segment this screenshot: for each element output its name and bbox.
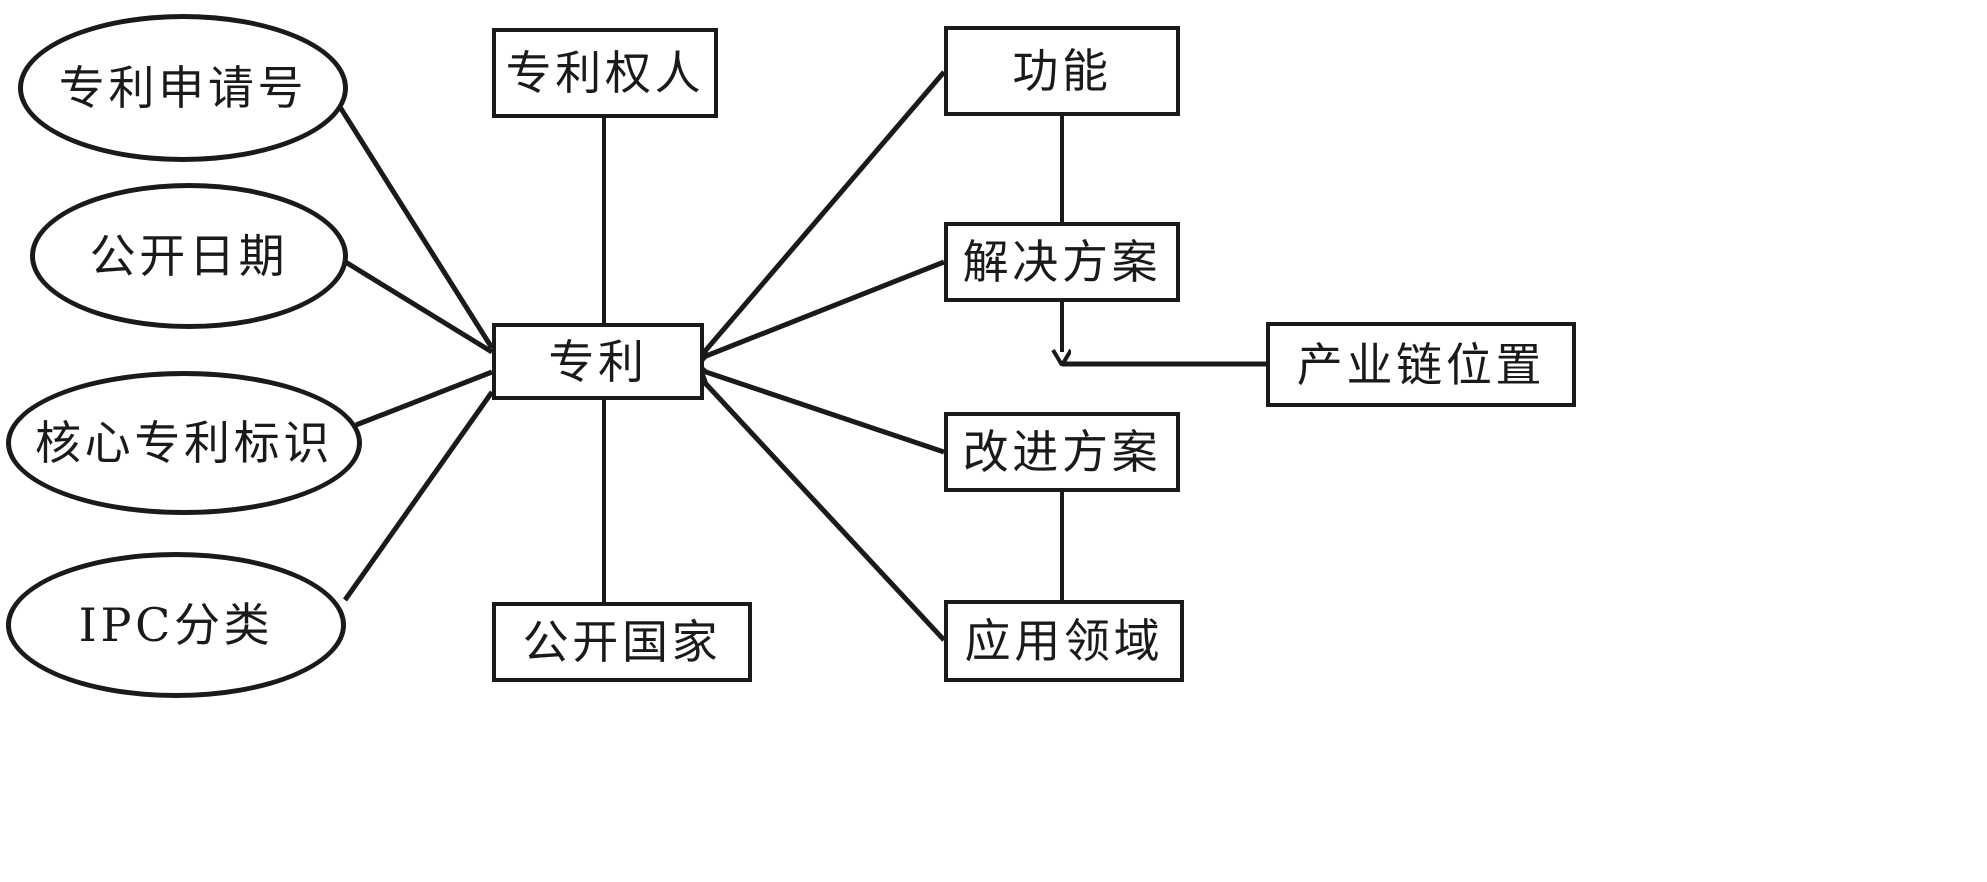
edge-publication-date-patent: [337, 255, 494, 355]
edge-solution-patent: [706, 259, 945, 356]
node-industry-chain-position-label: 产业链位置: [1296, 337, 1546, 392]
edge-application-field-patent: [706, 384, 946, 642]
node-ipc-classification[interactable]: IPC分类: [6, 552, 346, 698]
node-publication-date[interactable]: 公开日期: [30, 183, 348, 329]
node-function[interactable]: 功能: [944, 26, 1180, 116]
node-function-label: 功能: [1012, 44, 1112, 98]
edge-function-patent: [706, 70, 946, 350]
node-solution[interactable]: 解决方案: [944, 222, 1180, 302]
node-patent[interactable]: 专利: [492, 323, 704, 400]
node-publication-country[interactable]: 公开国家: [492, 602, 752, 682]
node-patentee-label: 专利权人: [505, 46, 705, 100]
edge-core-patent-flag-patent: [355, 369, 493, 428]
node-core-patent-flag-label: 核心专利标识: [34, 416, 334, 470]
node-publication-country-label: 公开国家: [522, 615, 722, 669]
node-ipc-classification-label: IPC分类: [78, 598, 274, 652]
edge-application-number-patent: [325, 86, 495, 350]
node-patentee[interactable]: 专利权人: [492, 28, 718, 118]
edge-improvement-patent: [706, 372, 945, 455]
node-application-number-label: 专利申请号: [58, 61, 308, 115]
node-application-field[interactable]: 应用领域: [944, 600, 1184, 682]
node-improvement[interactable]: 改进方案: [944, 412, 1180, 492]
node-improvement-label: 改进方案: [962, 425, 1162, 479]
node-industry-chain-position[interactable]: 产业链位置: [1266, 322, 1576, 407]
edge-ipc-classification-patent: [342, 390, 495, 602]
node-core-patent-flag[interactable]: 核心专利标识: [6, 371, 362, 515]
node-application-field-label: 应用领域: [964, 614, 1164, 668]
node-patent-label: 专利: [548, 334, 648, 389]
node-publication-date-label: 公开日期: [89, 229, 289, 283]
node-application-number[interactable]: 专利申请号: [18, 14, 348, 162]
node-solution-label: 解决方案: [962, 235, 1162, 289]
